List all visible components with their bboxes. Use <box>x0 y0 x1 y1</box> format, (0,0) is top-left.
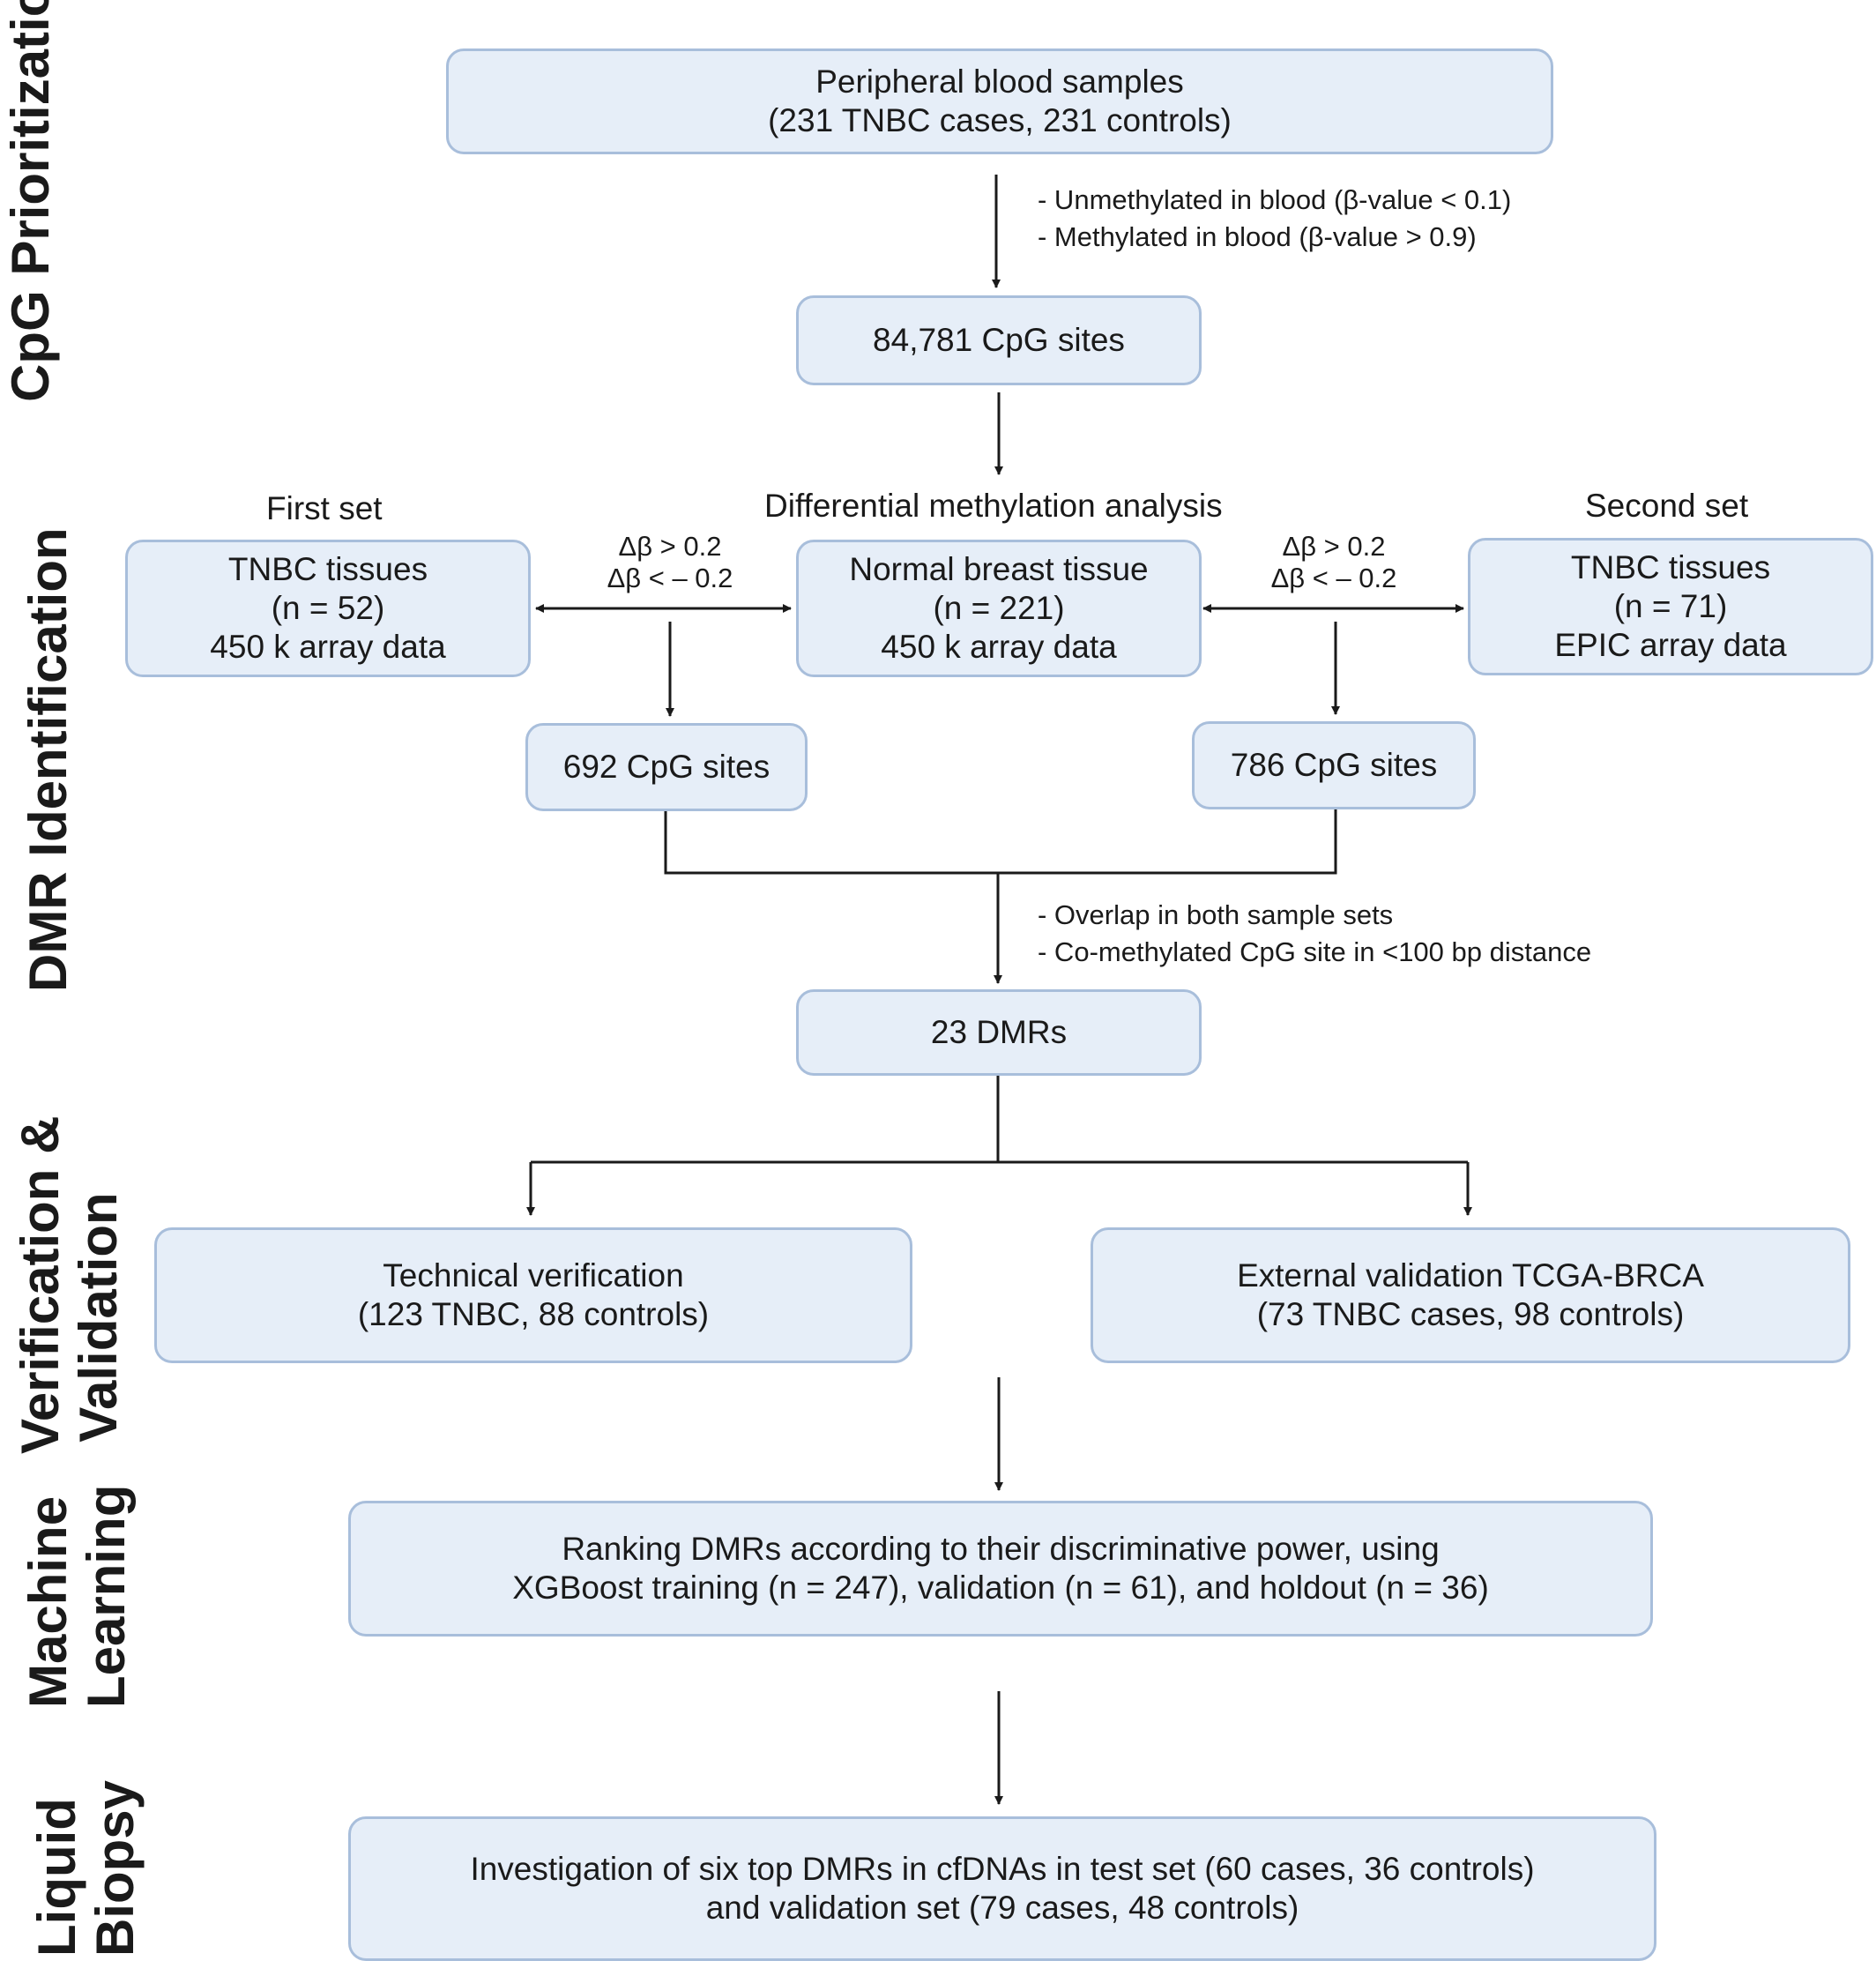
box-line: Peripheral blood samples <box>815 63 1184 100</box>
delta-beta-right: Δβ > 0.2 Δβ < – 0.2 <box>1246 531 1422 594</box>
box-line: Normal breast tissue <box>849 551 1149 587</box>
box-tnbc-tissues-second-set: TNBC tissues (n = 71) EPIC array data <box>1468 538 1873 675</box>
box-peripheral-blood-samples: Peripheral blood samples (231 TNBC cases… <box>446 48 1553 154</box>
box-tnbc-tissues-first-set: TNBC tissues (n = 52) 450 k array data <box>125 540 531 677</box>
box-investigation-cfdna: Investigation of six top DMRs in cfDNAs … <box>348 1816 1656 1961</box>
box-line: (n = 71) <box>1613 588 1728 624</box>
box-external-validation: External validation TCGA-BRCA (73 TNBC c… <box>1091 1227 1850 1363</box>
box-line: (n = 221) <box>933 590 1065 626</box>
box-normal-breast-tissue: Normal breast tissue (n = 221) 450 k arr… <box>796 540 1202 677</box>
box-line: 786 CpG sites <box>1230 747 1438 783</box>
box-line: and validation set (79 cases, 48 control… <box>705 1890 1299 1926</box>
box-line: TNBC tissues <box>1570 549 1771 585</box>
label-second-set: Second set <box>1585 488 1749 524</box>
note-blood-filter: - Unmethylated in blood (β-value < 0.1) … <box>1038 182 1511 256</box>
box-line: (73 TNBC cases, 98 controls) <box>1256 1296 1685 1332</box>
box-line: Investigation of six top DMRs in cfDNAs … <box>470 1851 1535 1887</box>
box-line: (231 TNBC cases, 231 controls) <box>768 102 1232 138</box>
box-ranking-dmrs: Ranking DMRs according to their discrimi… <box>348 1501 1653 1637</box>
delta-beta-left: Δβ > 0.2 Δβ < – 0.2 <box>582 531 758 594</box>
box-line: 450 k array data <box>210 629 446 665</box>
note-line: - Overlap in both sample sets <box>1038 899 1394 930</box>
box-line: Ranking DMRs according to their discrimi… <box>562 1531 1440 1567</box>
note-line: - Methylated in blood (β-value > 0.9) <box>1038 221 1477 252</box>
box-786-cpg-sites: 786 CpG sites <box>1192 721 1476 809</box>
box-line: Technical verification <box>383 1257 684 1294</box>
box-84781-cpg-sites: 84,781 CpG sites <box>796 295 1202 385</box>
delta-line: Δβ < – 0.2 <box>607 563 733 593</box>
box-692-cpg-sites: 692 CpG sites <box>525 723 808 811</box>
merge-line <box>664 809 1337 875</box>
box-line: XGBoost training (n = 247), validation (… <box>512 1570 1489 1606</box>
box-line: TNBC tissues <box>227 551 428 587</box>
delta-line: Δβ < – 0.2 <box>1270 563 1397 593</box>
delta-line: Δβ > 0.2 <box>1282 531 1386 562</box>
note-line: - Unmethylated in blood (β-value < 0.1) <box>1038 184 1512 215</box>
box-line: 692 CpG sites <box>562 749 770 785</box>
box-line: 23 DMRs <box>930 1014 1068 1050</box>
note-overlap: - Overlap in both sample sets - Co-methy… <box>1038 897 1591 971</box>
box-line: (123 TNBC, 88 controls) <box>357 1296 710 1332</box>
box-line: EPIC array data <box>1554 627 1787 663</box>
box-line: 450 k array data <box>881 629 1117 665</box>
label-differential-methylation: Differential methylation analysis <box>764 488 1223 524</box>
box-line: External validation TCGA-BRCA <box>1237 1257 1704 1294</box>
label-first-set: First set <box>266 490 383 526</box>
note-line: - Co-methylated CpG site in <100 bp dist… <box>1038 936 1592 967</box>
box-line: (n = 52) <box>271 590 385 626</box>
box-23-dmrs: 23 DMRs <box>796 989 1202 1076</box>
box-technical-verification: Technical verification (123 TNBC, 88 con… <box>154 1227 912 1363</box>
delta-line: Δβ > 0.2 <box>618 531 722 562</box>
box-line: 84,781 CpG sites <box>873 322 1125 358</box>
